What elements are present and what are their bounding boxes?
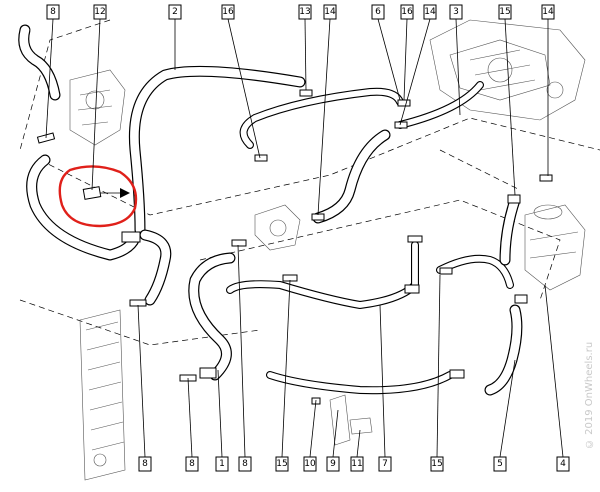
callout-leader-bottom-11 (544, 284, 564, 458)
callout-label-top-7: 16 (401, 7, 413, 17)
callout-label-top-5: 14 (324, 7, 336, 17)
hose-16 (239, 87, 404, 149)
callout-leader-top-0 (45, 18, 54, 139)
callout-label-bottom-0: 8 (142, 459, 148, 469)
callout-box-top-5 (323, 4, 337, 20)
callout-leader-bottom-3 (237, 244, 246, 458)
callout-box-top-3 (221, 4, 235, 20)
callout-leader-bottom-9 (436, 274, 441, 458)
callout-leader-bottom-7 (356, 429, 361, 458)
callout-box-top-11 (541, 4, 555, 20)
callout-leader-top-1 (91, 18, 101, 191)
callout-leader-top-9 (455, 18, 461, 116)
callout-box-top-7 (400, 4, 414, 20)
watermark: © 2019 OnWheels.ru (584, 341, 595, 449)
callout-label-bottom-4: 15 (276, 459, 287, 469)
callout-leader-bottom-1 (187, 377, 193, 458)
callout-box-top-8 (423, 4, 437, 20)
hose-lower-left (26, 154, 172, 306)
hose-1 (188, 252, 236, 381)
callout-leader-bottom-2 (217, 369, 223, 458)
callout-box-bottom-2 (215, 456, 229, 472)
callout-box-top-6 (371, 4, 385, 20)
hose-2 (128, 65, 306, 236)
hose-14 (312, 129, 391, 224)
callout-box-bottom-8 (378, 456, 392, 472)
callout-leader-top-7 (403, 18, 408, 101)
callout-box-top-10 (498, 4, 512, 20)
callout-leader-bottom-6 (332, 409, 339, 458)
callout-label-top-8: 14 (424, 7, 436, 17)
engine-sketch (429, 19, 586, 121)
callout-leader-top-6 (377, 18, 401, 101)
callout-leader-top-8 (399, 18, 431, 126)
callout-box-top-1 (93, 4, 107, 20)
callout-label-top-6: 6 (375, 7, 381, 17)
callout-label-top-1: 12 (94, 7, 105, 17)
callout-leader-top-4 (304, 18, 307, 91)
callout-leader-bottom-10 (499, 359, 516, 458)
callout-label-top-10: 15 (499, 7, 510, 17)
callout-label-top-9: 3 (453, 7, 459, 17)
callout-labels: 8 12 2 16 13 14 6 16 14 3 15 14 8 8 1 8 15 10 9 11 7 15 5 4 (45, 4, 570, 472)
callout-label-top-0: 8 (50, 7, 56, 17)
thermostat-housing-sketch (69, 69, 126, 146)
callout-box-bottom-11 (556, 456, 570, 472)
callout-box-bottom-3 (238, 456, 252, 472)
callout-label-bottom-11: 4 (560, 459, 566, 469)
hose-top-left (18, 24, 61, 101)
callout-leader-bottom-0 (137, 304, 146, 458)
highlight-circle (58, 165, 138, 228)
hose-bottom (266, 371, 454, 395)
callout-box-bottom-7 (350, 456, 364, 472)
callout-box-bottom-0 (138, 456, 152, 472)
callout-leader-bottom-4 (281, 279, 291, 458)
expansion-tank-sketch (524, 204, 586, 291)
callout-leader-bottom-8 (379, 304, 386, 458)
callout-box-bottom-1 (185, 456, 199, 472)
callout-leader-top-5 (317, 18, 331, 216)
callout-label-bottom-10: 5 (497, 459, 503, 469)
callout-label-bottom-8: 7 (382, 459, 388, 469)
hose-15 (411, 241, 514, 289)
callout-label-bottom-9: 15 (431, 459, 442, 469)
callout-label-bottom-1: 8 (189, 459, 195, 469)
callout-box-top-4 (298, 4, 312, 20)
callout-box-bottom-5 (303, 456, 317, 472)
callout-box-top-0 (46, 4, 60, 20)
callout-label-bottom-3: 8 (242, 459, 248, 469)
callout-label-top-11: 14 (542, 7, 554, 17)
callout-box-bottom-6 (326, 456, 340, 472)
hose-7 (226, 280, 419, 309)
bracket-sketch (311, 394, 373, 446)
hose-clamps (36, 89, 553, 382)
callout-box-top-2 (168, 4, 182, 20)
hose-5 (484, 194, 523, 396)
hose-3 (396, 81, 484, 129)
callout-label-bottom-7: 11 (351, 459, 362, 469)
callout-leader-bottom-5 (309, 399, 317, 458)
callout-box-top-9 (449, 4, 463, 20)
callout-label-top-4: 13 (299, 7, 310, 17)
callout-label-bottom-6: 9 (330, 459, 336, 469)
callout-label-top-3: 16 (222, 7, 234, 17)
callout-label-bottom-5: 10 (304, 459, 316, 469)
callout-leader-top-3 (227, 18, 261, 159)
callout-label-bottom-2: 1 (219, 459, 225, 469)
water-pump-sketch (254, 204, 301, 251)
callout-label-top-2: 2 (172, 7, 178, 17)
callout-box-bottom-10 (493, 456, 507, 472)
callout-leader-top-10 (504, 18, 516, 196)
radiator-sketch (79, 309, 126, 481)
callout-box-bottom-4 (275, 456, 289, 472)
callout-box-bottom-9 (430, 456, 444, 472)
